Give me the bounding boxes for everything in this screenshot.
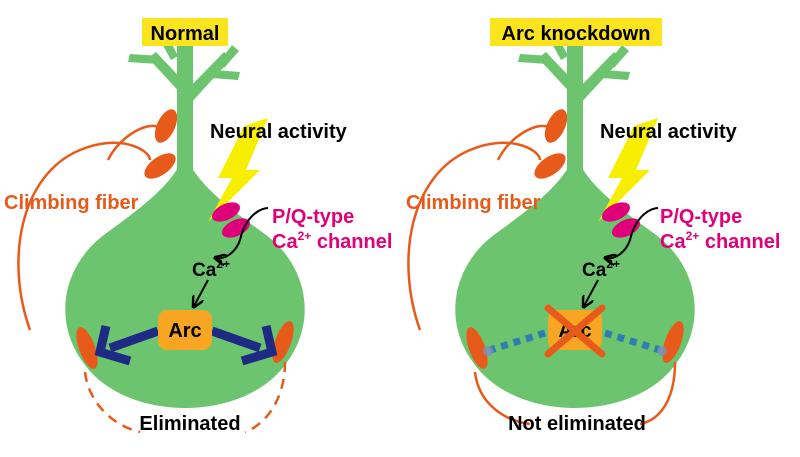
climbing-fiber-label: Climbing fiber <box>4 192 139 214</box>
climbing-fiber-label: Climbing fiber <box>406 192 541 214</box>
panel-arc-knockdown: Arc Arc knockdown Neural activity Climbi… <box>406 18 780 435</box>
channel-label-line2: Ca2+ channel <box>660 229 780 253</box>
knockdown-cross-icon <box>544 304 606 358</box>
panel-title: Arc knockdown <box>502 23 651 45</box>
neural-activity-label: Neural activity <box>210 121 348 143</box>
arc-label: Arc <box>168 320 201 342</box>
calcium-influx-arrow <box>216 207 269 258</box>
climbing-fiber-upper <box>17 109 178 331</box>
purkinje-dendrites <box>518 36 630 170</box>
channel-label-line1: P/Q-type <box>272 206 354 228</box>
calcium-influx-arrow <box>606 207 659 258</box>
channel-label-line1: P/Q-type <box>660 206 742 228</box>
lightning-bolt-icon <box>598 118 658 222</box>
climbing-fiber-upper <box>407 109 568 331</box>
purkinje-soma <box>455 150 695 408</box>
blocked-elimination-arrows <box>488 329 662 354</box>
purkinje-dendrites <box>128 36 240 170</box>
title-background <box>142 18 228 46</box>
title-background <box>490 18 662 46</box>
outcome-label: Not eliminated <box>508 413 646 435</box>
purkinje-soma <box>65 150 305 408</box>
lightning-bolt-icon <box>208 118 268 222</box>
outcome-label: Eliminated <box>139 413 240 435</box>
blocked-arrowheads <box>483 346 667 356</box>
neural-activity-label: Neural activity <box>600 121 738 143</box>
climbing-fiber-lower <box>466 321 684 426</box>
ca-to-arc-arrow <box>584 279 599 306</box>
calcium-label: Ca2+ <box>192 257 230 281</box>
elimination-arrows <box>94 324 278 366</box>
calcium-label: Ca2+ <box>582 257 620 281</box>
panel-title: Normal <box>151 23 220 45</box>
climbing-fiber-lower <box>76 321 294 434</box>
ca-to-arc-arrow <box>194 279 209 306</box>
panel-normal: Arc Normal Neural activity Climbing fibe… <box>4 18 392 435</box>
channel-label-line2: Ca2+ channel <box>272 229 392 253</box>
arc-box <box>158 310 212 350</box>
